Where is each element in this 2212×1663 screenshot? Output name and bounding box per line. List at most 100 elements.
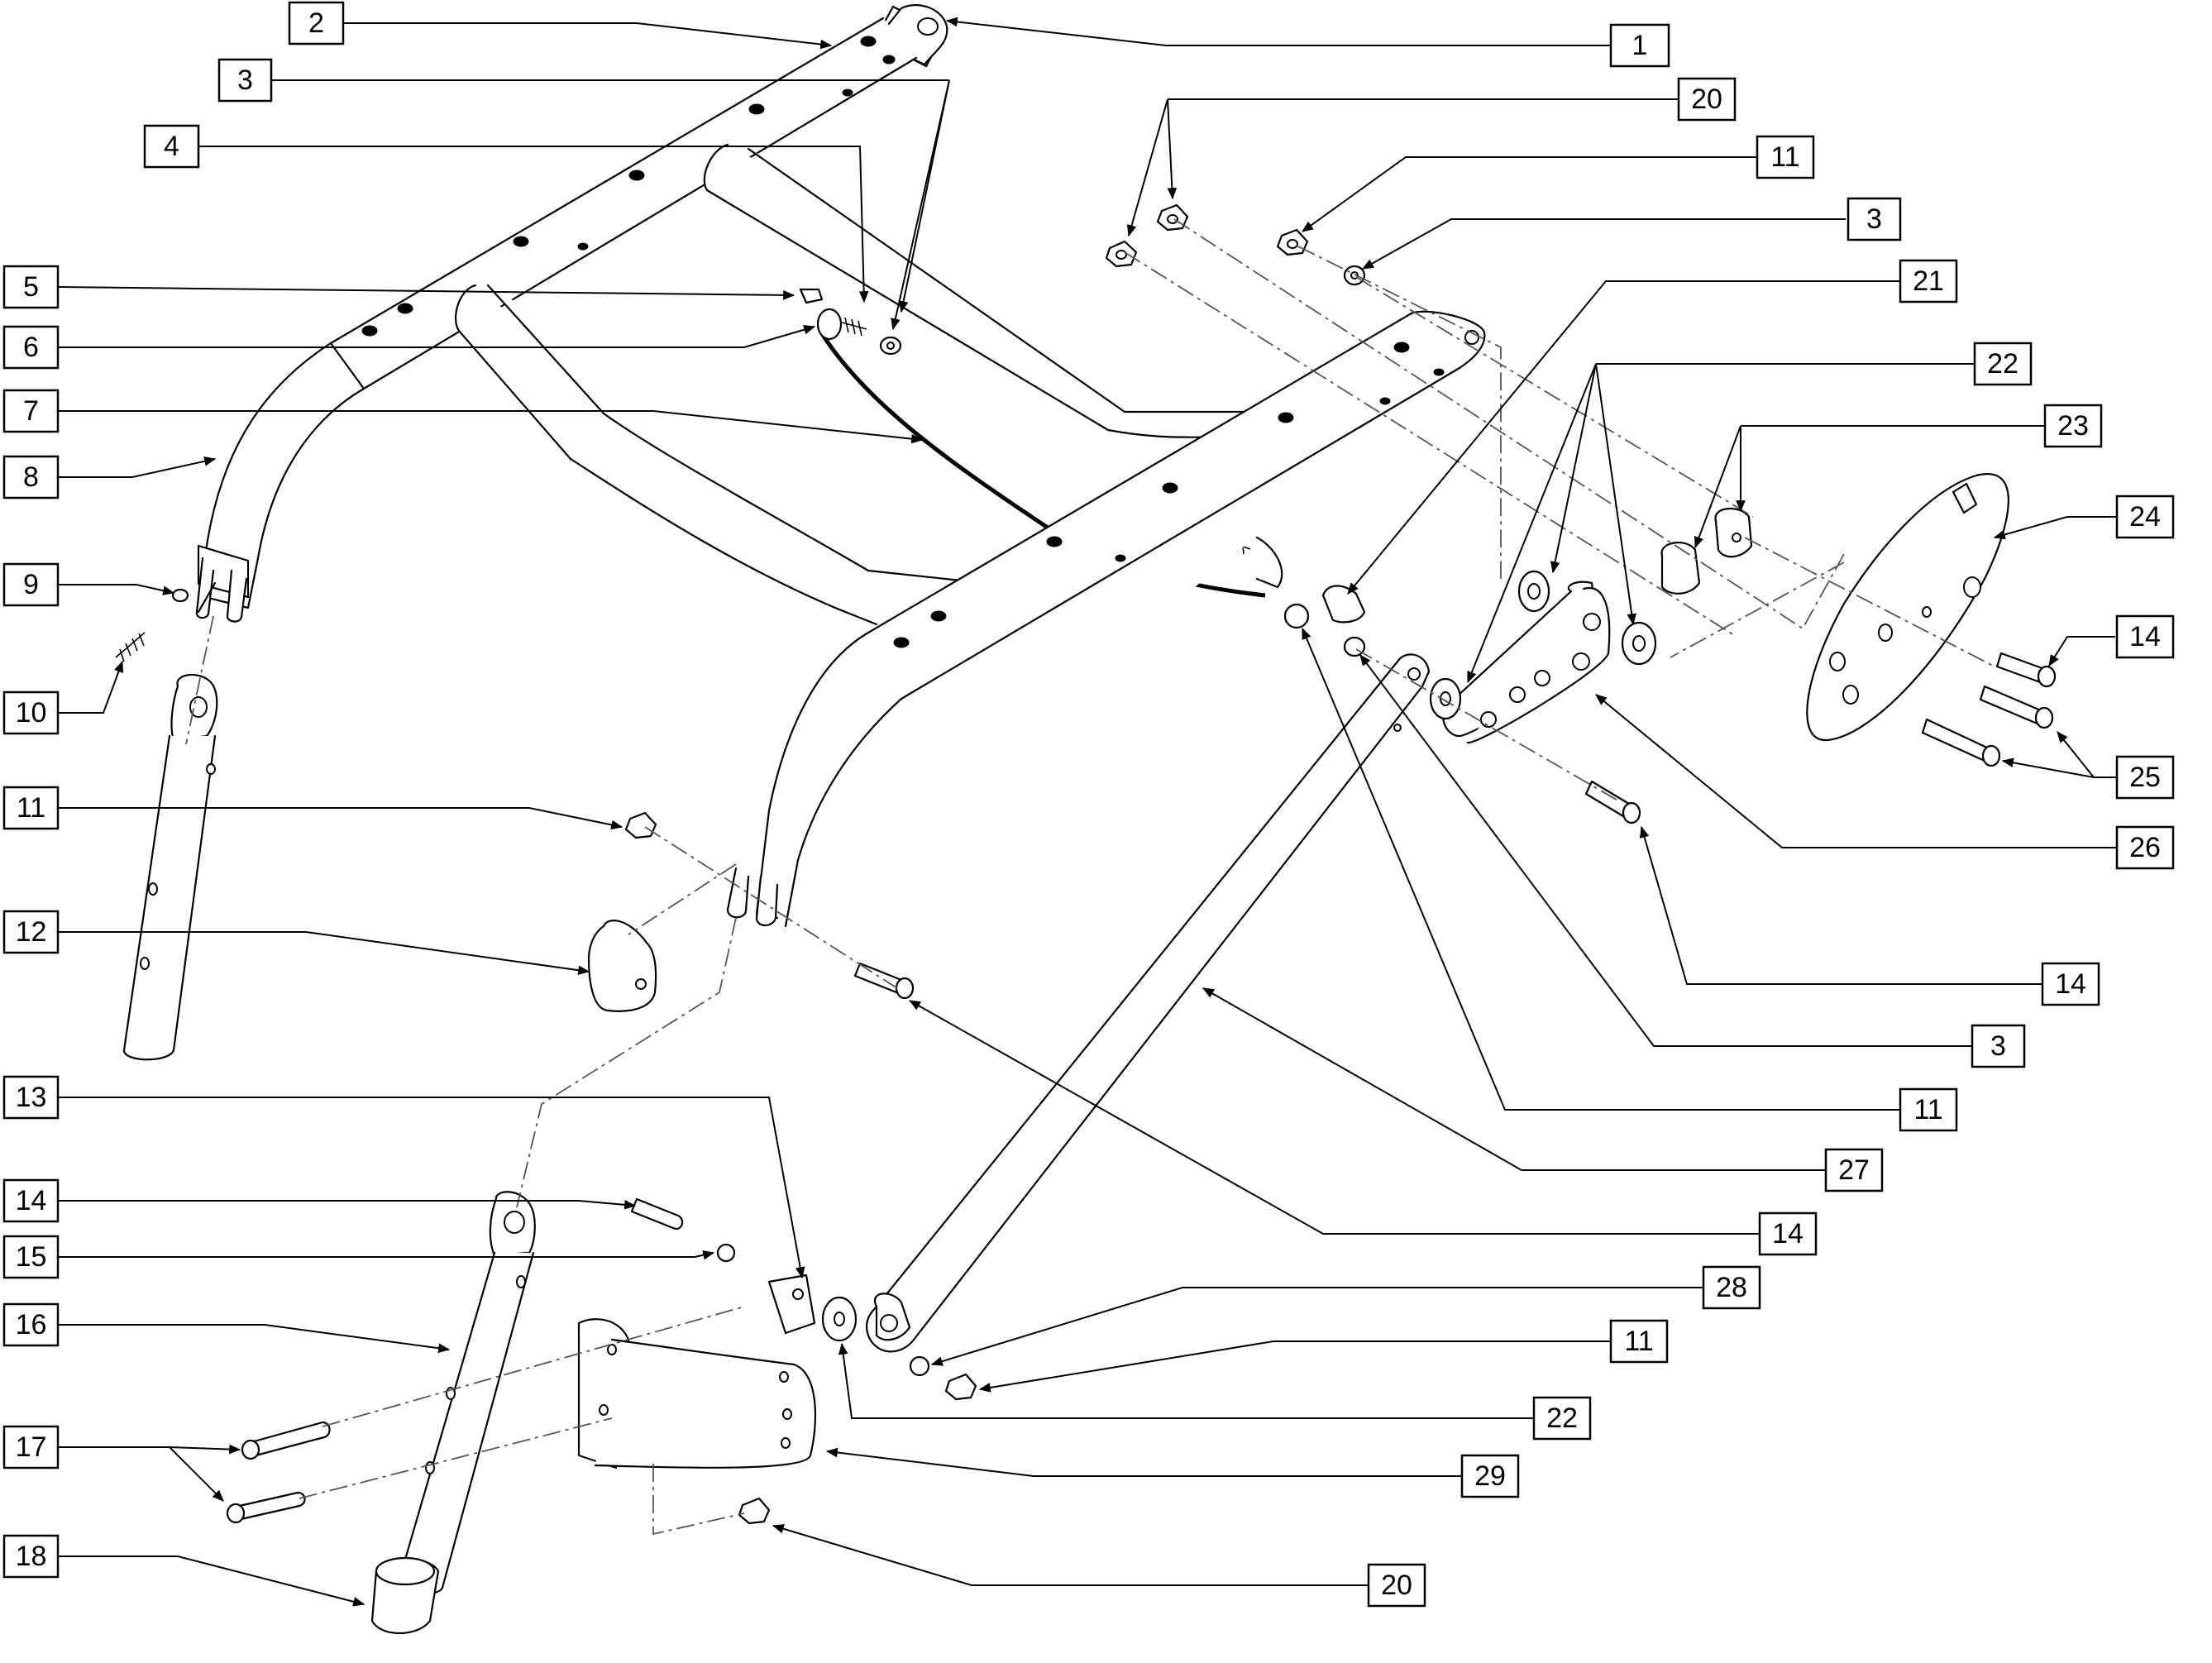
callout-number: 11 — [17, 792, 45, 824]
callout-16: 16 — [2, 1302, 60, 1347]
callout-number: 3 — [1866, 203, 1882, 235]
callout-number: 24 — [2129, 501, 2161, 533]
callout-box — [2, 691, 60, 735]
callout-box — [1824, 1148, 1884, 1192]
callout-number: 3 — [1990, 1030, 2006, 1062]
callout-box — [1899, 1087, 1958, 1132]
callout-27: 27 — [1824, 1148, 1884, 1192]
callout-15: 15 — [2, 1235, 60, 1279]
callout-number: 10 — [16, 697, 47, 729]
callout-number: 20 — [1691, 84, 1722, 115]
centerline-10 — [516, 917, 737, 1208]
callout-number: 11 — [1913, 1094, 1942, 1125]
callout-number: 9 — [23, 569, 39, 600]
callout-9: 9 — [2, 562, 60, 607]
leader-lines — [57, 17, 2117, 1607]
callout-11: 11 — [1899, 1087, 1958, 1132]
side-disc — [1806, 473, 2009, 742]
end-cap-a — [1660, 542, 1701, 595]
nut-11-right — [1283, 603, 1310, 629]
callout-13: 13 — [2, 1075, 60, 1120]
callout-number: 12 — [16, 916, 47, 948]
callout-14: 14 — [2115, 614, 2175, 659]
callout-2: 2 — [288, 1, 345, 45]
callout-number: 25 — [2129, 762, 2161, 793]
callout-7: 7 — [2, 389, 60, 433]
lower-leg — [395, 1191, 536, 1596]
centerline-6 — [1670, 562, 1845, 658]
callout-number: 14 — [16, 1185, 47, 1216]
callout-number: 14 — [2055, 968, 2086, 1000]
centerline-12 — [322, 1306, 745, 1427]
callout-box — [1973, 342, 2033, 386]
callout-29: 29 — [1460, 1454, 1520, 1498]
callout-box — [2, 1075, 60, 1120]
callout-number: 21 — [1913, 265, 1944, 297]
callout-box — [2115, 825, 2175, 870]
callout-22: 22 — [1532, 1396, 1592, 1441]
callout-box — [1460, 1454, 1520, 1498]
leg-cap-top — [375, 1556, 436, 1586]
centerline-1 — [1124, 251, 1737, 638]
centerline-3 — [1297, 246, 1502, 579]
callout-box — [2041, 962, 2100, 1006]
left-front-leg — [122, 673, 218, 1061]
callout-number: 14 — [2129, 621, 2161, 652]
diagonal-strut — [865, 653, 1431, 1353]
callout-28: 28 — [1702, 1265, 1761, 1310]
callout-21: 21 — [1899, 259, 1958, 303]
callout-4: 4 — [143, 124, 200, 169]
bracket-13 — [767, 1274, 816, 1335]
callout-20: 20 — [1367, 1563, 1426, 1608]
centerline-13 — [299, 1417, 613, 1499]
callout-box — [1609, 23, 1670, 68]
callout-22: 22 — [1973, 342, 2033, 386]
bolt-14-lower-left — [630, 1197, 684, 1231]
callout-3: 3 — [1971, 1024, 2026, 1068]
callout-11: 11 — [1756, 135, 1815, 179]
bolt-17-lower-head — [226, 1503, 246, 1524]
callout-box — [1367, 1563, 1426, 1608]
callout-14: 14 — [2, 1178, 60, 1223]
bolt-17-lower — [234, 1491, 306, 1522]
callout-11: 11 — [1609, 1319, 1669, 1364]
callout-number: 26 — [2129, 832, 2161, 863]
bolt-14-mid-head — [1622, 801, 1641, 824]
callout-box — [2, 562, 60, 607]
callout-3: 3 — [217, 58, 273, 103]
callout-5: 5 — [2, 265, 60, 309]
end-cap-b-hole — [1732, 533, 1741, 542]
centerline-5 — [1744, 537, 1994, 667]
callout-box — [1758, 1211, 1818, 1256]
callout-number: 22 — [1546, 1403, 1578, 1434]
callout-25: 25 — [2115, 755, 2175, 800]
callout-box — [1756, 135, 1815, 179]
centerline-14 — [652, 1464, 745, 1536]
mounting-plate — [1442, 581, 1611, 744]
nut-11-lower — [944, 1373, 977, 1401]
callout-number: 8 — [23, 461, 39, 493]
parts-layer — [115, 4, 2057, 1635]
centerline-9 — [628, 863, 737, 935]
callout-box — [2115, 495, 2175, 539]
callout-box — [2, 910, 60, 954]
nut-and-washer-group-top — [1105, 203, 1366, 286]
callout-box — [2115, 614, 2175, 659]
spacer-washer-b-hole — [1632, 635, 1646, 652]
callout-box — [1532, 1396, 1592, 1441]
callout-14: 14 — [2041, 962, 2100, 1006]
washer-15 — [716, 1243, 736, 1263]
callout-3: 3 — [1847, 197, 1902, 241]
callout-box — [2, 1425, 60, 1469]
callout-number: 15 — [16, 1241, 47, 1273]
cross-tube-upper — [703, 143, 1267, 440]
washer-22-lower-hole — [834, 1312, 845, 1326]
centerline-7 — [1355, 648, 1622, 803]
callout-number: 3 — [237, 65, 253, 96]
centerline-11 — [185, 615, 214, 745]
callout-1: 1 — [1609, 23, 1670, 68]
callout-box — [2, 325, 60, 370]
callout-box — [143, 124, 200, 169]
callout-number: 13 — [16, 1082, 47, 1113]
